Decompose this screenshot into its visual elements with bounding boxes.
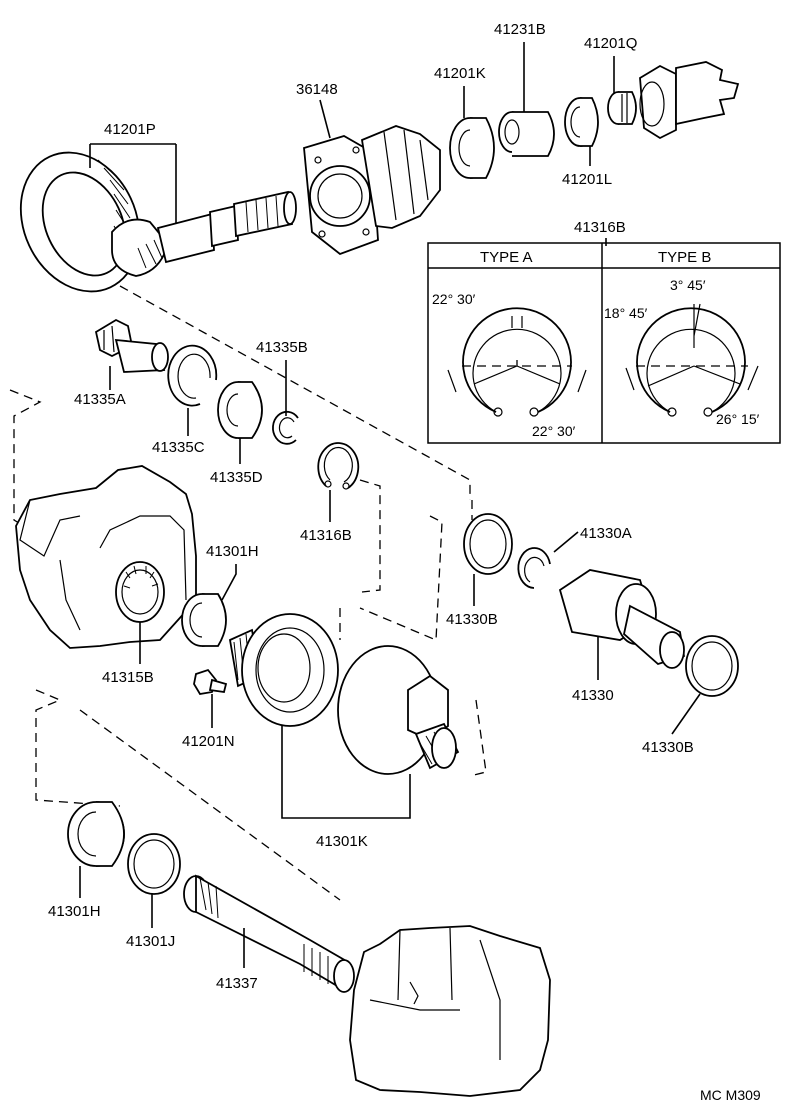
bolt-41201N [193,668,228,695]
part-number-41337: 41337 [216,975,258,992]
snap-ring-41316B [317,442,360,490]
ring-gear-pinion-set [19,151,297,293]
spacer-41231B [498,111,555,157]
label-41316B: 41316B [300,490,352,544]
part-number-41335A: 41335A [74,391,126,408]
part-number-41301K: 41301K [316,833,368,850]
label-36148: 36148 [296,81,338,139]
label-41201K: 41201K [434,65,486,118]
label-41201Q: 41201Q [584,35,637,94]
label-41335B: 41335B [256,339,308,416]
type-b-angle-left: 18° 45′ [604,305,648,321]
differential-case-right [337,645,460,775]
label-41330A: 41330A [553,525,632,553]
bearing-41301H-upper [181,593,227,647]
label-41335A: 41335A [74,366,126,408]
type-b-angle-top: 3° 45′ [670,277,706,293]
label-41316B-top: 41316B [574,219,626,246]
pinion-shaft-41335A [94,318,169,373]
type-a-title: TYPE A [480,249,533,266]
label-41335D: 41335D [210,438,263,486]
oil-seal-41330B-upper [463,513,513,575]
part-number-41330B-upper: 41330B [446,611,498,628]
label-41335C: 41335C [152,408,205,456]
label-41315B: 41315B [102,622,154,686]
label-41330: 41330 [572,636,614,704]
type-a-angle-top: 22° 30′ [432,291,476,307]
part-number-41201L: 41201L [562,171,612,188]
label-41231B: 41231B [494,21,546,112]
label-41201P: 41201P [89,121,177,224]
bearing-cage [303,125,441,256]
bearing-41201L [564,97,599,147]
diagram-code: MC M309 [700,1087,761,1103]
label-41201L: 41201L [562,146,612,188]
snap-ring-41330A [517,547,551,589]
side-gear-41315B [115,561,165,623]
snap-ring-41335C [167,344,218,407]
part-number-41316B-top: 41316B [574,219,626,236]
drive-shaft-41337 [183,874,355,993]
bearing-41201K [449,117,495,179]
label-41301H-upper: 41301H [206,543,259,601]
part-number-41330: 41330 [572,687,614,704]
type-b-snap-ring [625,303,759,417]
nut-41201Q [607,91,637,125]
type-b-angle-bottom: 26° 15′ [716,411,760,427]
type-a-angle-bottom: 22° 30′ [532,423,576,439]
companion-flange [639,61,740,140]
part-number-41201N: 41201N [182,733,235,750]
part-number-41201K: 41201K [434,65,486,82]
label-41301H-lower: 41301H [48,866,101,920]
type-b-title: TYPE B [658,249,711,266]
transmission-case-fragment [349,925,551,1097]
part-number-41201P: 41201P [104,121,156,138]
label-41330B-upper: 41330B [446,574,498,628]
oil-seal-41330B-lower [685,635,739,697]
bearing-41301H-lower [67,801,125,867]
label-41330B-lower: 41330B [642,693,701,756]
part-number-41335D: 41335D [210,469,263,486]
transfer-case-fragment [15,465,197,649]
part-number-41301H-lower: 41301H [48,903,101,920]
label-41301J: 41301J [126,894,175,950]
part-number-41330A: 41330A [580,525,632,542]
bearing-41335D [217,381,263,439]
side-gear-shaft-41330 [558,569,686,669]
label-41337: 41337 [216,928,258,992]
part-number-41330B-lower: 41330B [642,739,694,756]
part-number-41231B: 41231B [494,21,546,38]
part-number-41315B: 41315B [102,669,154,686]
snap-ring-41335B [272,410,299,445]
part-number-41301H-upper: 41301H [206,543,259,560]
snap-ring-type-box: TYPE A TYPE B 22° 30′ 22° 30′ 3° 45′ [427,242,781,444]
differential-case-left [228,613,339,727]
part-number-41201Q: 41201Q [584,35,637,52]
label-41301K: 41301K [281,726,411,850]
part-number-41335C: 41335C [152,439,205,456]
part-number-41335B: 41335B [256,339,308,356]
label-41201N: 41201N [182,694,235,750]
type-a-snap-ring [447,307,587,417]
part-number-36148: 36148 [296,81,338,98]
part-number-41316B: 41316B [300,527,352,544]
part-number-41301J: 41301J [126,933,175,950]
shim-41301J [127,833,181,895]
